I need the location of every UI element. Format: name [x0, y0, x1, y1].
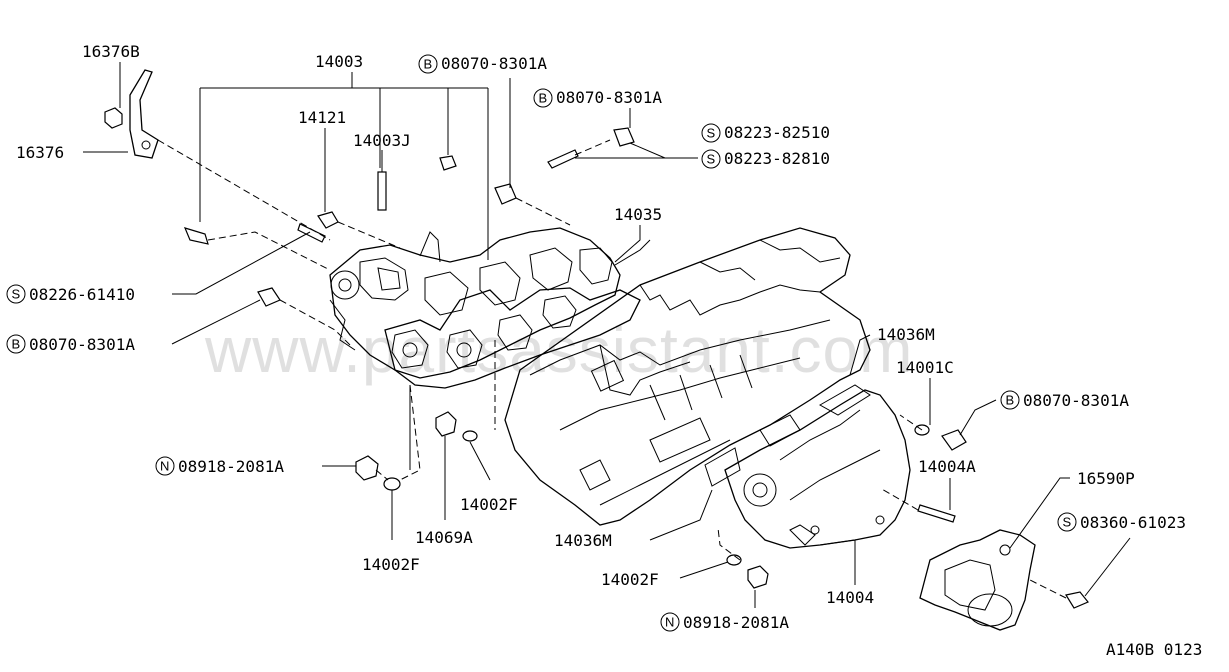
- prefix-b-right: B: [1006, 393, 1015, 408]
- label-16376b: 16376B: [82, 42, 140, 61]
- label-s08223-b: 08223-82810: [724, 149, 830, 168]
- watermark: www.partsassistant.com: [204, 314, 913, 386]
- label-b08070-left: 08070-8301A: [29, 335, 135, 354]
- label-16376: 16376: [16, 143, 64, 162]
- label-b08070-right: 08070-8301A: [1023, 391, 1129, 410]
- part-labels: 16376B 16376 14003 14121 14003J 08070-83…: [16, 42, 1202, 659]
- label-14004: 14004: [826, 588, 874, 607]
- prefix-n-left: N: [160, 459, 169, 474]
- prefix-n-bottom: N: [665, 615, 674, 630]
- prefix-s-right: S: [1063, 515, 1072, 530]
- label-n08918-bottom: 08918-2081A: [683, 613, 789, 632]
- label-14003j: 14003J: [353, 131, 411, 150]
- label-14001c: 14001C: [896, 358, 954, 377]
- prefix-b-top: B: [424, 57, 433, 72]
- label-14002f-mid: 14002F: [460, 495, 518, 514]
- prefix-badges: B B S S S B B N S N: [6, 54, 1077, 632]
- label-14004a: 14004A: [918, 457, 976, 476]
- prefix-s-left: S: [12, 287, 21, 302]
- fasteners: [104, 69, 1089, 609]
- exhaust-manifold-14004-drawing: [649, 384, 911, 549]
- label-14036m-top: 14036M: [877, 325, 935, 344]
- prefix-b-left: B: [12, 337, 21, 352]
- label-s08223-a: 08223-82510: [724, 123, 830, 142]
- label-b08070-mid: 08070-8301A: [556, 88, 662, 107]
- label-16590p: 16590P: [1077, 469, 1135, 488]
- label-14003: 14003: [315, 52, 363, 71]
- label-14036m-bottom: 14036M: [554, 531, 612, 550]
- label-14035: 14035: [614, 205, 662, 224]
- drawing-code: A140B 0123: [1106, 640, 1202, 659]
- label-14121: 14121: [298, 108, 346, 127]
- leader-lines: [83, 62, 1131, 608]
- prefix-b-mid: B: [539, 91, 548, 106]
- label-s08226: 08226-61410: [29, 285, 135, 304]
- label-14002f-low: 14002F: [362, 555, 420, 574]
- heat-shield-16590p-drawing: [919, 529, 1036, 631]
- prefix-s-b: S: [707, 152, 716, 167]
- exhaust-manifold-left-drawing: [384, 287, 641, 389]
- cylinder-head-drawing: [504, 227, 871, 526]
- label-n08918-left: 08918-2081A: [178, 457, 284, 476]
- label-b08070-top: 08070-8301A: [441, 54, 547, 73]
- prefix-s-a: S: [707, 126, 716, 141]
- label-s08360: 08360-61023: [1080, 513, 1186, 532]
- label-14069a: 14069A: [415, 528, 473, 547]
- label-14002f-right: 14002F: [601, 570, 659, 589]
- assembly-dashed-lines: [157, 139, 1067, 599]
